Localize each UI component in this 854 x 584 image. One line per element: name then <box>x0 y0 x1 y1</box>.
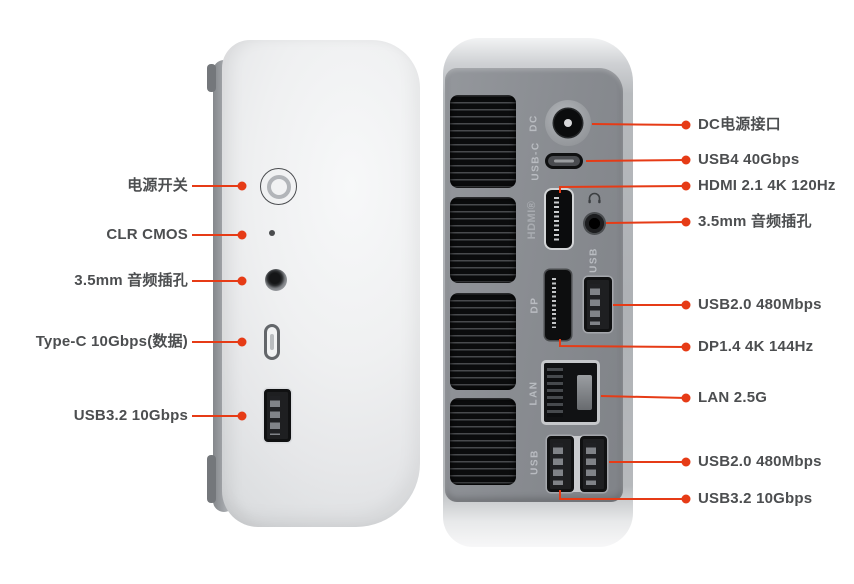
usb-tongue <box>553 443 563 485</box>
dc-center-pin <box>564 119 572 127</box>
label-hdmi: HDMI 2.1 4K 120Hz <box>698 177 836 194</box>
usb-c-marking: USB-C <box>530 141 542 181</box>
audio-jack-front <box>265 269 287 291</box>
usb-tongue <box>270 396 280 435</box>
dc-marking: DC <box>528 114 540 132</box>
vent-grille-1 <box>450 95 516 188</box>
label-dp14: DP1.4 4K 144Hz <box>698 338 814 355</box>
usb2-port-rear-top <box>584 277 612 332</box>
label-usb32-front: USB3.2 10Gbps <box>73 407 188 424</box>
usb3-port-rear-left <box>547 436 574 492</box>
usb-bottom-marking: USB <box>529 449 541 475</box>
usb-tongue <box>586 443 596 485</box>
vent-grille-4 <box>450 398 516 485</box>
hdmi-port <box>546 190 572 248</box>
label-audio-rear: 3.5mm 音频插孔 <box>698 213 812 230</box>
label-usb20-top: USB2.0 480Mbps <box>698 296 822 313</box>
dc-power-jack <box>545 100 591 146</box>
hdmi-marking: HDMI® <box>526 200 538 240</box>
left-device-bottom-tab <box>207 455 216 503</box>
label-usb20-bottom: USB2.0 480Mbps <box>698 453 822 470</box>
label-usb4: USB4 40Gbps <box>698 151 800 168</box>
power-button <box>260 168 297 205</box>
usb-a-port-front <box>264 389 291 442</box>
audio-jack-rear <box>583 212 606 235</box>
dual-usb-block <box>547 436 607 492</box>
usb-tongue <box>590 284 600 325</box>
lan-marking: LAN <box>528 380 540 406</box>
usb2-port-rear-right <box>580 436 607 492</box>
displayport-port <box>545 270 571 340</box>
usb4-type-c-port <box>545 153 583 169</box>
dc-barrel <box>554 109 582 137</box>
label-usb32-rear: USB3.2 10Gbps <box>698 490 813 507</box>
label-power-switch: 电源开关 <box>127 177 188 194</box>
label-audio-front: 3.5mm 音频插孔 <box>74 272 188 289</box>
usb-c-port-front <box>264 324 280 360</box>
left-device-top-tab <box>207 64 216 92</box>
clr-cmos-pinhole <box>269 230 275 236</box>
label-clr-cmos: CLR CMOS <box>106 226 188 243</box>
label-lan: LAN 2.5G <box>698 389 768 406</box>
headphone-icon <box>588 192 601 204</box>
left-device-body <box>222 40 420 527</box>
usb-top-marking: USB <box>588 247 600 273</box>
dp-marking: DP <box>529 296 541 314</box>
label-dc-power: DC电源接口 <box>698 116 781 133</box>
vent-grille-2 <box>450 197 516 283</box>
vent-grille-3 <box>450 293 516 390</box>
label-type-c-data: Type-C 10Gbps(数据) <box>35 333 188 350</box>
lan-port <box>541 360 600 425</box>
